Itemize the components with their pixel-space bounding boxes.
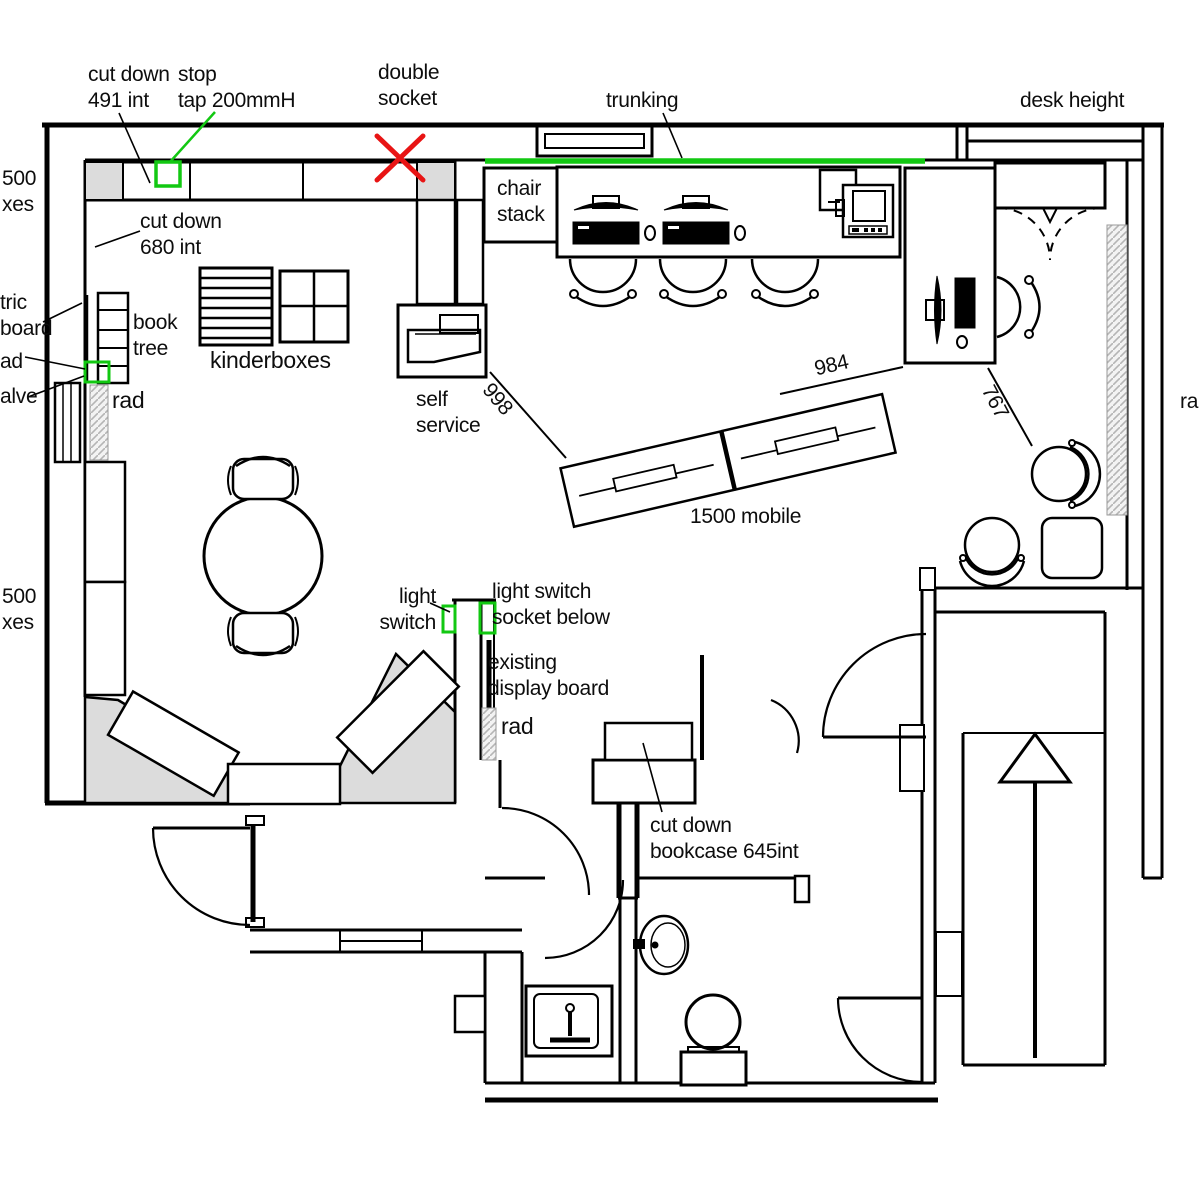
book-tree-shelf <box>85 291 130 385</box>
label-self-service: self service <box>416 388 481 437</box>
sink-unit <box>524 984 614 1058</box>
label-cut-down-680: cut down 680 int <box>140 210 222 259</box>
window-top <box>535 124 654 158</box>
self-service-unit <box>396 303 488 379</box>
label-light-switch-socket: light switch socket below <box>492 580 610 629</box>
label-book-tree: book tree <box>133 311 178 360</box>
light-switch-markers <box>441 601 497 635</box>
label-cut-down-bookcase: cut down bookcase 645int <box>650 814 799 863</box>
label-double-socket: double socket <box>378 61 440 110</box>
wall-basin <box>633 914 690 976</box>
tub-chair-side <box>1030 439 1102 509</box>
round-table <box>202 495 324 617</box>
label-kinderboxes: kinderboxes <box>210 347 331 373</box>
radiator-mid <box>481 707 497 761</box>
label-trunking: trunking <box>606 89 679 112</box>
label-edge-top-boxes: 500 xes <box>2 167 37 216</box>
label-desk-height: desk height <box>1020 89 1125 112</box>
tub-chair-front <box>958 516 1026 588</box>
leader-lines <box>24 112 683 813</box>
printer-copier <box>835 183 895 239</box>
toilet <box>679 993 748 1087</box>
top-shelving-unit <box>83 160 457 202</box>
radiator-left <box>89 384 109 461</box>
workstation-1 <box>572 195 656 245</box>
label-light-switch: light switch <box>379 585 436 634</box>
side-table <box>1040 516 1104 580</box>
left-bookcases <box>83 460 127 697</box>
chair-stack-box <box>482 166 559 244</box>
dimension-lines <box>489 366 1033 459</box>
label-edge-electric-board: tric board <box>0 291 53 340</box>
stop-tap-marker <box>154 111 216 188</box>
label-chair-stack: chair stack <box>497 177 545 226</box>
double-socket-cross <box>374 133 426 183</box>
partition-bookcase <box>415 198 485 306</box>
stairs-arrow <box>997 731 1073 1058</box>
desk-chairs <box>568 258 820 308</box>
door-swings <box>151 632 927 1084</box>
label-stop-tap: stop tap 200mmH <box>178 63 296 112</box>
corner-bench <box>83 649 461 806</box>
mobile-shelving <box>559 392 898 529</box>
label-edge-right-rad: ra <box>1180 390 1199 413</box>
right-desk-chair <box>996 275 1041 339</box>
label-existing-display-board: existing display board <box>488 651 610 700</box>
radiator-right <box>1106 224 1128 516</box>
table-chair-bottom <box>227 611 299 657</box>
label-rad-mid: rad <box>501 713 534 739</box>
label-cut-down-491: cut down 491 int <box>88 63 170 112</box>
label-edge-bottom-boxes: 500 xes <box>2 585 37 634</box>
table-chair-top <box>227 455 299 501</box>
label-rad-left: rad <box>112 387 145 413</box>
kinderbox-grid <box>278 269 350 344</box>
label-edge-valve: alve <box>0 385 38 408</box>
window-left <box>53 381 82 464</box>
workstation-2 <box>662 195 746 245</box>
label-1500-mobile: 1500 mobile <box>690 505 802 528</box>
desk-height-cupboard <box>993 161 1107 261</box>
rad-valve-marker <box>83 360 111 384</box>
cut-down-bookcase <box>603 721 694 762</box>
right-desk <box>903 166 997 365</box>
label-edge-rad: ad <box>0 350 23 373</box>
kinderbox-slatted <box>198 266 274 347</box>
